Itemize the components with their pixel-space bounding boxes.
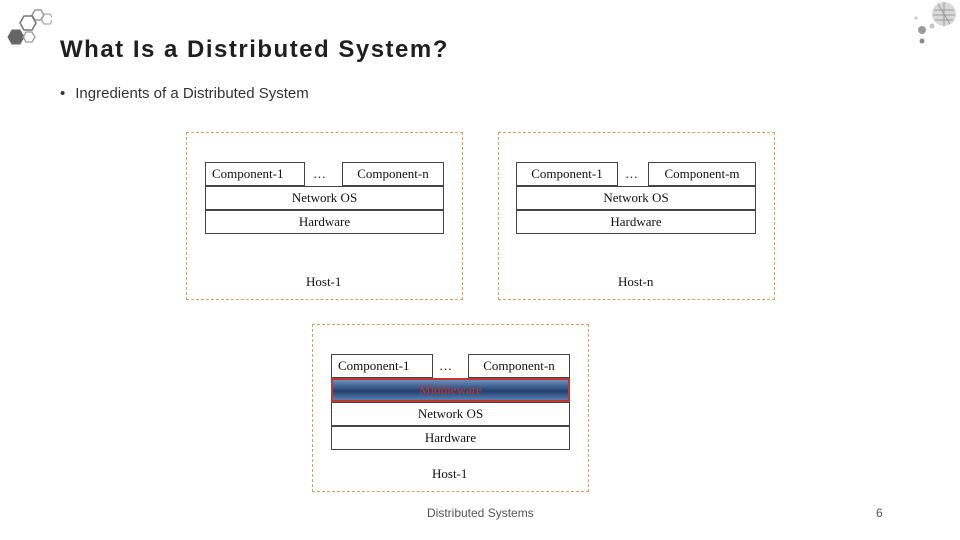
slide-title: What Is a Distributed System? — [60, 36, 449, 63]
page-number: 6 — [876, 506, 883, 520]
hexagon-cluster-logo-icon — [7, 9, 52, 45]
host-label: Host-1 — [432, 466, 468, 481]
bullet-item: • Ingredients of a Distributed System — [60, 85, 309, 102]
bullet-text: Ingredients of a Distributed System — [75, 85, 309, 102]
host-label: Host-n — [618, 274, 654, 289]
host-label: Host-1 — [306, 274, 342, 289]
host-box-bottom — [312, 324, 589, 492]
component-first-cell: Component-1 — [516, 162, 618, 186]
network-os-layer: Network OS — [331, 402, 570, 426]
hardware-layer: Hardware — [331, 426, 570, 450]
component-last-cell: Component-n — [468, 354, 570, 378]
ellipsis-label: … — [313, 166, 326, 181]
ellipsis-label: … — [439, 358, 452, 373]
hexagon-sphere-logo-icon — [914, 2, 956, 44]
bullet-glyph: • — [60, 85, 66, 102]
hardware-layer: Hardware — [205, 210, 444, 234]
component-last-cell: Component-m — [648, 162, 756, 186]
footer-text: Distributed Systems — [427, 506, 534, 520]
host-box-top-right — [498, 132, 775, 300]
network-os-layer: Network OS — [516, 186, 756, 210]
component-first-cell: Component-1 — [205, 162, 305, 186]
component-last-cell: Component-n — [342, 162, 444, 186]
ellipsis-label: … — [625, 166, 638, 181]
hardware-layer: Hardware — [516, 210, 756, 234]
component-first-cell: Component-1 — [331, 354, 433, 378]
middleware-layer: Middleware — [331, 378, 570, 402]
host-box-top-left — [186, 132, 463, 300]
network-os-layer: Network OS — [205, 186, 444, 210]
